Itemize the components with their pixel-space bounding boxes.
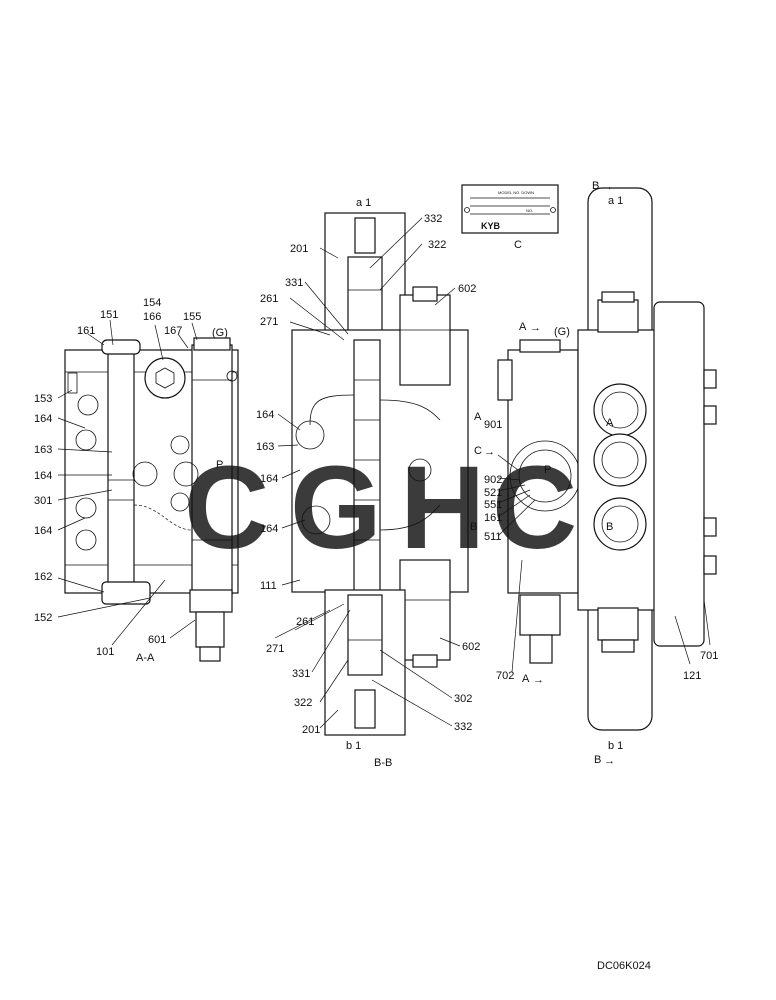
port-a-bottom: A — [522, 673, 530, 685]
part-261-bottom: 261 — [296, 616, 314, 628]
port-a: A — [606, 417, 614, 429]
part-164-c: 164 — [34, 525, 52, 537]
part-901: 901 — [484, 419, 502, 431]
port-g-right: (G) — [554, 326, 570, 338]
port-b1-mid: b 1 — [346, 740, 361, 752]
part-154: 154 — [143, 297, 161, 309]
view-bb — [291, 212, 469, 736]
part-155: 155 — [183, 311, 201, 323]
part-701: 701 — [700, 650, 718, 662]
nameplate-model: MODEL NO. DOWN — [498, 190, 534, 195]
part-166: 166 — [143, 311, 161, 323]
watermark-letter-1: C — [184, 442, 269, 574]
part-121: 121 — [683, 670, 701, 682]
part-332-top: 332 — [424, 213, 442, 225]
nameplate-serial: NO. — [526, 208, 533, 213]
a-top-arrow-icon: → — [530, 322, 541, 334]
part-101: 101 — [96, 646, 114, 658]
part-271-bottom: 271 — [266, 643, 284, 655]
watermark-letter-4: C — [492, 442, 577, 574]
part-551: 551 — [484, 499, 502, 511]
part-702: 702 — [496, 670, 514, 682]
port-p: P — [544, 464, 551, 476]
labels-left: 151 154 161 166 167 155 (G) 153 164 163 … — [34, 297, 228, 664]
part-261-top: 261 — [260, 293, 278, 305]
watermark-letter-2: G — [290, 442, 382, 574]
part-511: 511 — [484, 531, 502, 543]
part-151: 151 — [100, 309, 118, 321]
part-201-bottom: 201 — [302, 724, 320, 736]
b-top-arrow-icon: → — [602, 181, 613, 193]
part-164-a: 164 — [34, 413, 52, 425]
port-b-bottom: B — [594, 754, 601, 766]
view-label-bb: B-B — [374, 757, 392, 769]
part-902: 902 — [484, 474, 502, 486]
part-201-top: 201 — [290, 243, 308, 255]
view-right — [497, 187, 717, 731]
part-167: 167 — [164, 325, 182, 337]
port-a1-right: a 1 — [608, 195, 623, 207]
port-p-left: P — [216, 459, 223, 471]
part-164-mid-c: 164 — [260, 523, 278, 535]
part-302: 302 — [454, 693, 472, 705]
part-163: 163 — [34, 444, 52, 456]
part-301: 301 — [34, 495, 52, 507]
part-332-bottom: 332 — [454, 721, 472, 733]
port-b: B — [606, 521, 613, 533]
side-b: B — [470, 521, 477, 533]
part-161: 161 — [77, 325, 95, 337]
part-331-bottom: 331 — [292, 668, 310, 680]
part-602-bottom: 602 — [462, 641, 480, 653]
c-arrow-icon: → — [484, 446, 495, 458]
a-bottom-arrow-icon: → — [533, 674, 544, 686]
port-b1-right: b 1 — [608, 740, 623, 752]
view-label-c: C — [514, 239, 522, 251]
labels-mid: a 1 201 332 322 331 261 271 602 164 163 … — [256, 197, 480, 769]
watermark-letter-3: H — [400, 442, 485, 574]
view-label-aa: A-A — [136, 652, 155, 664]
nameplate: MODEL NO. DOWN NO. KYB — [461, 184, 559, 234]
view-aa — [64, 337, 239, 662]
side-c: C — [474, 445, 482, 457]
labels-right: C B → a 1 A → (G) A 901 C → 902 521 551 … — [470, 180, 718, 767]
port-a1-mid: a 1 — [356, 197, 371, 209]
part-152: 152 — [34, 612, 52, 624]
leader-lines — [57, 217, 711, 729]
port-g-left: (G) — [212, 327, 228, 339]
part-322-bottom: 322 — [294, 697, 312, 709]
part-162: 162 — [34, 571, 52, 583]
nameplate-brand: KYB — [481, 221, 501, 231]
port-b-top: B — [592, 180, 599, 192]
part-601: 601 — [148, 634, 166, 646]
b-bottom-arrow-icon: → — [604, 755, 615, 767]
part-161-right: 161 — [484, 512, 502, 524]
side-a: A — [474, 411, 482, 423]
part-602-top: 602 — [458, 283, 476, 295]
part-271-top: 271 — [260, 316, 278, 328]
port-a-top: A — [519, 321, 527, 333]
part-163-mid: 163 — [256, 441, 274, 453]
part-164-b: 164 — [34, 470, 52, 482]
part-164-mid-b: 164 — [260, 473, 278, 485]
part-153: 153 — [34, 393, 52, 405]
part-322-top: 322 — [428, 239, 446, 251]
part-111: 111 — [260, 580, 277, 592]
watermark: C G H C — [184, 442, 577, 574]
part-331-top: 331 — [285, 277, 303, 289]
part-164-mid-a: 164 — [256, 409, 274, 421]
drawing-code: DC06K024 — [597, 960, 651, 972]
part-521: 521 — [484, 487, 502, 499]
